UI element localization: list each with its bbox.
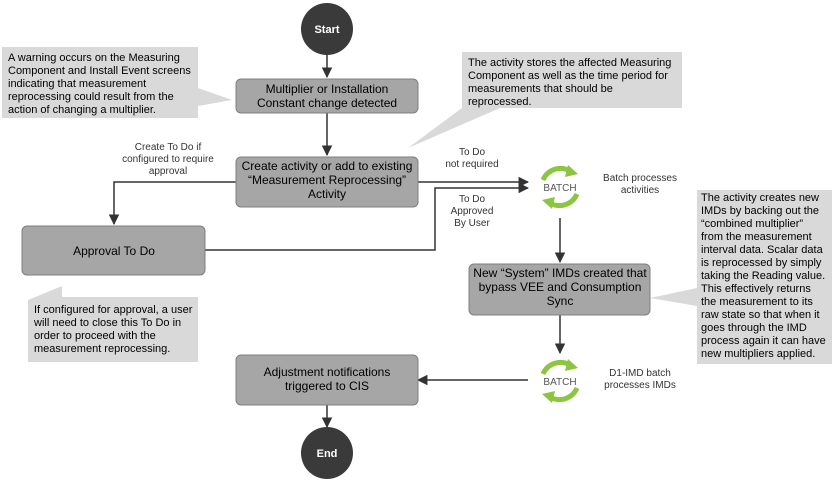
label-not-required-line: not required	[445, 159, 498, 170]
callout-stores-text-line: measurements that should be	[468, 83, 613, 95]
label-approved-line: By User	[454, 218, 490, 229]
label-batch-activities-line: activities	[621, 185, 659, 196]
callout-warning-text-line: reprocessing could result from the	[8, 91, 174, 103]
callout-imd-note-text-line: the measurement to its	[701, 296, 813, 308]
callout-stores-text-line: Component as well as the time period for	[468, 70, 668, 82]
callout-approval-note-text-line: If configured for approval, a user	[34, 304, 193, 316]
label-approved-line: To Do	[459, 194, 486, 205]
label-batch-imds-line: processes IMDs	[604, 380, 676, 391]
process-approval: Approval To Do	[21, 225, 206, 276]
label-batch-imds-line: D1-IMD batch	[609, 368, 671, 379]
process-change-detected-label-line: Multiplier or Installation	[266, 82, 389, 96]
callout-imd-note-text-line: raw state so that when it	[701, 309, 820, 321]
callout-warning-text-line: Component and Install Event screens	[8, 65, 191, 77]
batch-top-label: BATCH	[543, 183, 576, 194]
callout-imd-note-text-line: new multipliers applied.	[701, 348, 815, 360]
connectors	[108, 55, 566, 429]
start-node: Start	[301, 3, 353, 55]
callout-stores: The activity stores the affected Measuri…	[408, 52, 682, 148]
label-batch-activities-line: Batch processes	[603, 173, 677, 184]
label-not-required-line: To Do	[459, 147, 486, 158]
callout-approval-note-text-line: order to proceed with the	[34, 330, 156, 342]
callout-stores-text-line: reprocessed.	[468, 96, 532, 108]
edge-create-to-approval	[108, 181, 236, 226]
process-adjustment-label-line: triggered to CIS	[285, 379, 369, 393]
label-create-todo-line: Create To Do if	[135, 142, 202, 153]
callout-stores-text: The activity stores the affected Measuri…	[468, 57, 671, 108]
batch-icon-bottom: BATCH	[540, 359, 580, 403]
batch-bottom-label: BATCH	[543, 377, 576, 388]
start-label: Start	[314, 24, 339, 36]
callout-imd-note-text-line: “combined multiplier”	[701, 218, 803, 230]
process-adjustment-label-line: Adjustment notifications	[264, 365, 391, 379]
callout-imd-note-text-line: IMDs by backing out the	[701, 205, 819, 217]
callout-warning-text-line: indicating that measurement	[8, 78, 146, 90]
callout-imd-note-text-line: is reprocessed by simply	[701, 257, 822, 269]
end-node: End	[301, 427, 353, 479]
label-create-todo-line: configured to require	[122, 154, 214, 165]
callout-imd-note-text-line: taking the Reading value.	[701, 270, 825, 282]
end-label: End	[317, 448, 338, 460]
process-create-activity-label-line: Activity	[308, 187, 346, 201]
callout-warning-text-line: A warning occurs on the Measuring	[8, 52, 180, 64]
label-approved-line: Approved	[451, 206, 494, 217]
process-new-imds-label-line: bypass VEE and Consumption	[479, 280, 642, 294]
callout-imd-note-text-line: goes through the IMD	[701, 322, 807, 334]
callout-imd-note-text-line: interval data. Scalar data	[701, 244, 824, 256]
callout-approval-note-text-line: measurement reprocessing.	[34, 343, 170, 355]
callout-imd-note-text-line: from the measurement	[701, 231, 812, 243]
process-create-activity-label-line: Create activity or add to existing	[242, 159, 413, 173]
batch-icon-top: BATCH	[540, 165, 580, 209]
process-approval-label: Approval To Do	[73, 244, 155, 258]
process-change-detected-label-line: Constant change detected	[257, 96, 397, 110]
callout-warning-text-line: action of changing a multiplier.	[8, 104, 156, 116]
callout-imd-note-text-line: process again it can have	[701, 335, 826, 347]
edge-approval-to-batch	[205, 182, 530, 251]
callout-approval-note-text-line: will need to close this To Do in	[33, 317, 181, 329]
process-new-imds-label-line: New “System” IMDs created that	[473, 266, 647, 280]
process-create-activity-label: Create activity or add to existing“Measu…	[242, 159, 413, 201]
process-create-activity-label-line: “Measurement Reprocessing”	[248, 173, 406, 187]
process-new-imds-label-line: Sync	[547, 294, 574, 308]
callout-imd-note-text-line: The activity creates new	[701, 192, 819, 204]
process-create-activity: Create activity or add to existing“Measu…	[235, 156, 419, 208]
label-create-todo-line: approval	[149, 166, 187, 177]
callout-stores-text-line: The activity stores the affected Measuri…	[468, 57, 671, 69]
callout-imd-note-text-line: This effectively returns	[701, 283, 811, 295]
